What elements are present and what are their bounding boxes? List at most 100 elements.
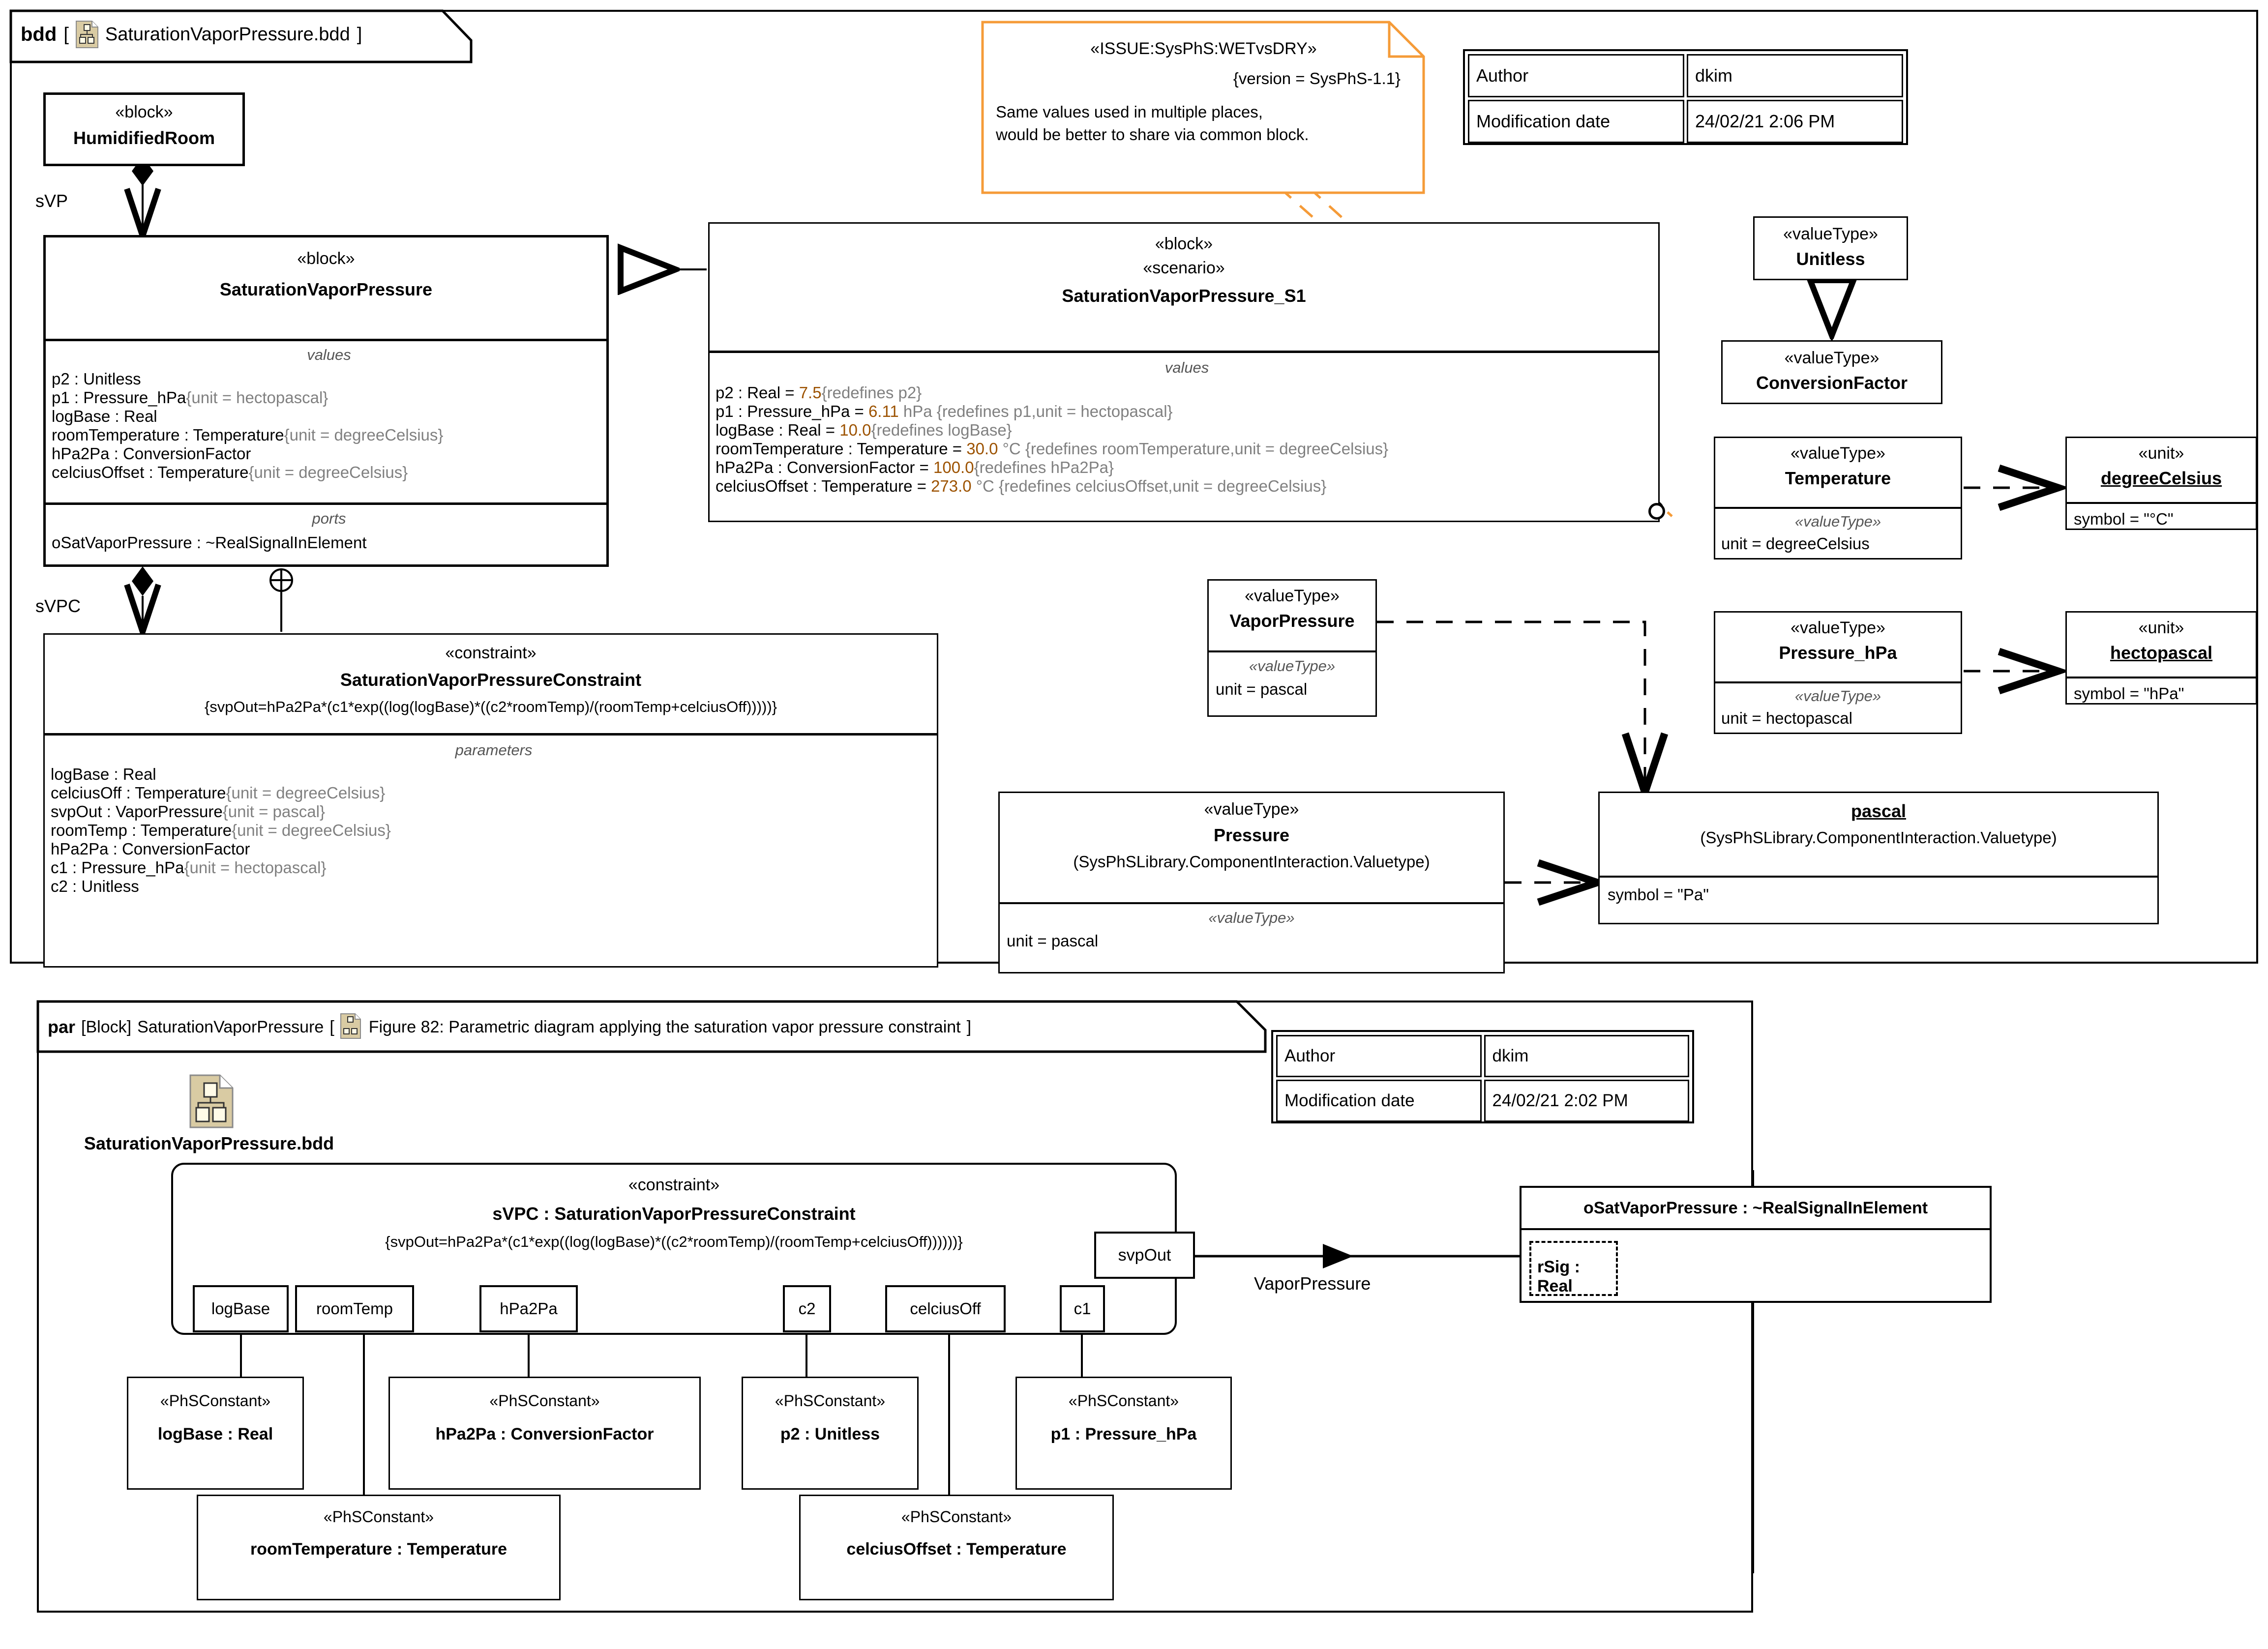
metadata-row-label: Author: [1276, 1035, 1482, 1077]
moddate-label: Modification date: [1476, 111, 1611, 131]
constant-name: roomTemperature : Temperature: [250, 1540, 507, 1559]
block-humidifiedroom[interactable]: «block» HumidifiedRoom: [43, 92, 245, 166]
value-row: p2 : Unitless: [52, 370, 141, 388]
par-kind-label: par: [48, 1017, 76, 1037]
phsconstant-p1[interactable]: «PhSConstant» p1 : Pressure_hPa: [1015, 1377, 1232, 1490]
unit-name: degreeCelsius: [2100, 468, 2222, 488]
block-saturationvaporpressureconstraint[interactable]: «constraint» SaturationVaporPressureCons…: [43, 633, 938, 968]
stereotype: «PhSConstant»: [1068, 1392, 1179, 1410]
port-svpout[interactable]: svpOut: [1094, 1232, 1195, 1279]
moddate-label: Modification date: [1284, 1091, 1415, 1110]
port-logbase[interactable]: logBase: [193, 1285, 289, 1332]
phsconstant-roomtemperature[interactable]: «PhSConstant» roomTemperature : Temperat…: [197, 1495, 561, 1600]
value-row: logBase : Real = 10.0{redefines logBase}: [716, 421, 1012, 439]
port-row: oSatVaporPressure : ~RealSignalInElement: [52, 533, 367, 552]
constant-name: p2 : Unitless: [780, 1425, 880, 1443]
value-row: celciusOffset : Temperature{unit = degre…: [52, 463, 408, 481]
issue-note-tag: {version = SysPhS-1.1}: [1233, 69, 1401, 88]
metadata-row-value: dkim: [1687, 54, 1903, 97]
unit-row: unit = pascal: [1216, 680, 1308, 698]
composition-sVPC: [132, 566, 153, 632]
constant-name: hPa2Pa : ConversionFactor: [435, 1425, 654, 1443]
metadata-table-top: Author dkim Modification date 24/02/21 2…: [1463, 49, 1908, 145]
symbol-row: symbol = "°C": [2074, 510, 2174, 528]
port-osatvaporpressure[interactable]: oSatVaporPressure : ~RealSignalInElement…: [1520, 1186, 1992, 1303]
block-name: SaturationVaporPressureConstraint: [340, 670, 642, 690]
valuetype-pressure[interactable]: «valueType» Pressure (SysPhSLibrary.Comp…: [998, 792, 1505, 973]
qualified-name: (SysPhSLibrary.ComponentInteraction.Valu…: [1700, 828, 2057, 847]
type-name: Pressure: [1213, 825, 1290, 845]
unit-row: unit = hectopascal: [1721, 709, 1852, 727]
block-stereotype-block: «block»: [1155, 235, 1213, 253]
author-label: Author: [1476, 65, 1529, 86]
compartment-label: «valueType»: [1208, 909, 1295, 926]
port-c2[interactable]: c2: [783, 1285, 831, 1332]
constraint-property-name: sVPC : SaturationVaporPressureConstraint: [492, 1204, 856, 1224]
valuetype-vaporpressure[interactable]: «valueType» VaporPressure «valueType» un…: [1207, 579, 1377, 717]
nested-property-rsig[interactable]: rSig : Real: [1529, 1241, 1618, 1296]
unit-pascal[interactable]: pascal (SysPhSLibrary.ComponentInteracti…: [1598, 792, 2159, 924]
block-stereotype-scenario: «scenario»: [1143, 259, 1225, 277]
binding-connector-svpout: [1195, 1244, 1520, 1268]
stereotype: «valueType»: [1791, 444, 1885, 463]
stereotype: «unit»: [2138, 618, 2184, 637]
port-hpa2pa[interactable]: hPa2Pa: [479, 1285, 578, 1332]
par-frame-header: par [Block] SaturationVaporPressure [ Fi…: [36, 1000, 1281, 1054]
stereotype: «unit»: [2138, 444, 2184, 463]
par-block-name: SaturationVaporPressure: [137, 1017, 324, 1036]
constant-name: p1 : Pressure_hPa: [1050, 1425, 1197, 1443]
qualified-name: (SysPhSLibrary.ComponentInteraction.Valu…: [1073, 853, 1430, 871]
metadata-row-value: dkim: [1484, 1035, 1689, 1077]
valuetype-conversionfactor[interactable]: «valueType» ConversionFactor: [1721, 340, 1942, 404]
metadata-row-label: Modification date: [1276, 1080, 1482, 1122]
unit-row: unit = pascal: [1007, 932, 1099, 950]
bdd-diagram-icon: [75, 21, 98, 48]
metadata-table-bottom: Author dkim Modification date 24/02/21 2…: [1271, 1030, 1694, 1123]
value-row: celciusOffset : Temperature = 273.0 °C {…: [716, 477, 1327, 495]
issue-note-stereotype: «ISSUE:SysPhS:WETvsDRY»: [1090, 39, 1317, 58]
moddate-value: 24/02/21 2:06 PM: [1695, 111, 1835, 131]
port-label: roomTemp: [316, 1299, 393, 1318]
stereotype: «valueType»: [1791, 618, 1885, 637]
port-roomtemp[interactable]: roomTemp: [295, 1285, 414, 1332]
parameter-binding-lines: [240, 1332, 1083, 1495]
stereotype: «valueType»: [1784, 349, 1880, 367]
nested-property-label: rSig : Real: [1537, 1258, 1580, 1296]
type-name: ConversionFactor: [1756, 373, 1908, 393]
bdd-kind-label: bdd: [21, 23, 57, 45]
valuetype-unitless[interactable]: «valueType» Unitless: [1753, 216, 1908, 280]
unit-hectopascal[interactable]: «unit» hectopascal symbol = "hPa": [2065, 611, 2257, 705]
unit-degreecelsius[interactable]: «unit» degreeCelsius symbol = "°C": [2065, 437, 2257, 530]
unit-name: hectopascal: [2110, 643, 2213, 663]
valuetype-pressure-hpa[interactable]: «valueType» Pressure_hPa «valueType» uni…: [1714, 611, 1962, 734]
block-saturationvaporpressure[interactable]: «block» SaturationVaporPressure values p…: [43, 235, 609, 567]
phsconstant-logbase[interactable]: «PhSConstant» logBase : Real: [127, 1377, 304, 1490]
block-saturationvaporpressure-s1[interactable]: «block» «scenario» SaturationVaporPressu…: [708, 222, 1660, 522]
compartment-label: «valueType»: [1794, 687, 1881, 705]
phsconstant-hpa2pa[interactable]: «PhSConstant» hPa2Pa : ConversionFactor: [388, 1377, 701, 1490]
bdd-frame-header: bdd [ SaturationVaporPressure.bdd ]: [9, 9, 473, 64]
block-name: HumidifiedRoom: [73, 128, 215, 148]
metadata-row-value: 24/02/21 2:06 PM: [1687, 100, 1903, 143]
author-value: dkim: [1695, 65, 1733, 86]
port-c1[interactable]: c1: [1060, 1285, 1105, 1332]
unit-name: pascal: [1850, 801, 1907, 821]
stereotype: «valueType»: [1245, 587, 1340, 605]
value-row: p1 : Pressure_hPa = 6.11 hPa {redefines …: [716, 402, 1173, 420]
phsconstant-p2[interactable]: «PhSConstant» p2 : Unitless: [742, 1377, 919, 1490]
port-label: hPa2Pa: [500, 1299, 558, 1318]
port-title: oSatVaporPressure : ~RealSignalInElement: [1583, 1198, 1928, 1217]
parameter-row: svpOut : VaporPressure{unit = pascal}: [51, 802, 325, 821]
valuetype-temperature[interactable]: «valueType» Temperature «valueType» unit…: [1714, 437, 1962, 559]
par-block-tag: [Block]: [81, 1017, 132, 1036]
containment-link: [269, 568, 293, 632]
compartment-title-values: values: [307, 346, 351, 363]
stereotype: «valueType»: [1204, 800, 1299, 819]
value-row: roomTemperature : Temperature = 30.0 °C …: [716, 440, 1389, 458]
value-row: hPa2Pa : ConversionFactor: [52, 444, 251, 463]
phsconstant-celciusoffset[interactable]: «PhSConstant» celciusOffset : Temperatur…: [799, 1495, 1114, 1600]
port-celciusoff[interactable]: celciusOff: [885, 1285, 1006, 1332]
stereotype: «PhSConstant»: [775, 1392, 886, 1410]
compartment-title-parameters: parameters: [455, 741, 533, 759]
